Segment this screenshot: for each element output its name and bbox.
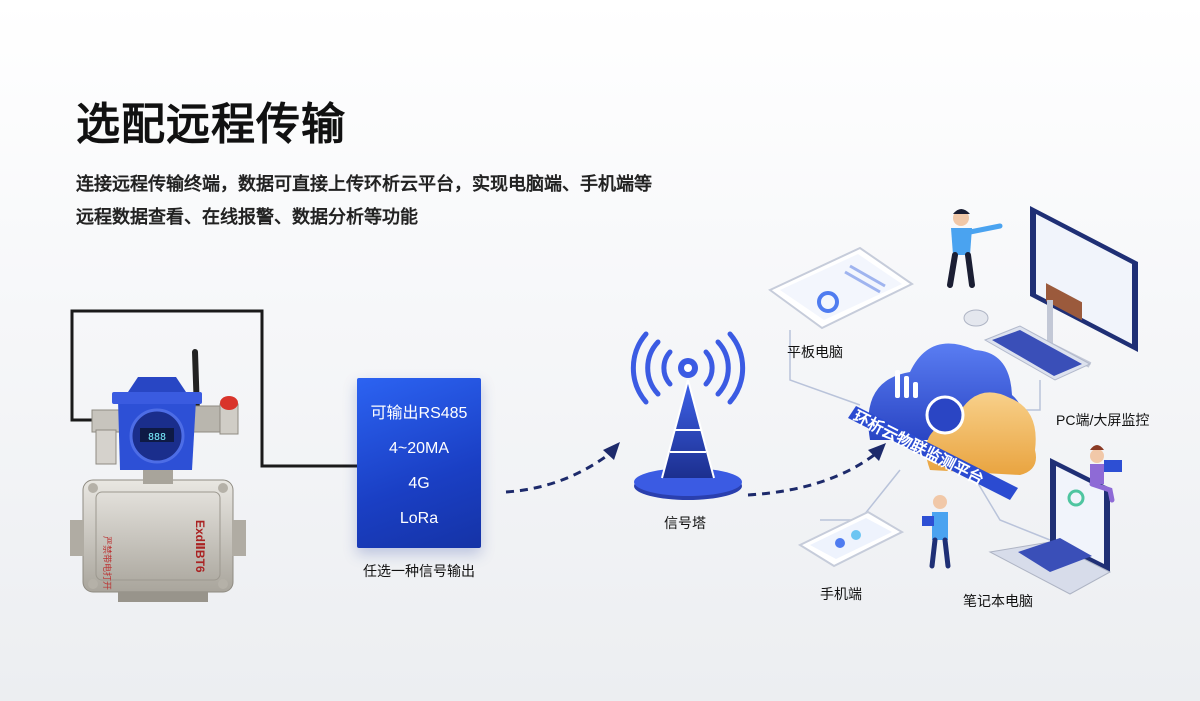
signal-output-module: 可输出RS485 4~20MA 4G LoRa <box>357 378 481 548</box>
phone-device <box>797 510 905 568</box>
module-option-4g: 4G <box>408 474 430 492</box>
connection-cable <box>70 309 357 468</box>
module-caption: 任选一种信号输出 <box>363 563 475 579</box>
module-option-rs485: 可输出RS485 <box>370 404 468 422</box>
laptop-device <box>988 458 1112 595</box>
phone-caption: 手机端 <box>820 586 862 602</box>
module-option-lora: LoRa <box>399 509 439 527</box>
svg-text:888: 888 <box>148 432 166 443</box>
tower-caption: 信号塔 <box>664 515 706 531</box>
gas-detector-device: 888 严禁带电打开 ExdⅡBT6 <box>70 349 246 602</box>
cloud-platform: 环析云物联监测平台 <box>848 343 1036 500</box>
device-warning-text: 严禁带电打开 <box>102 536 113 590</box>
pc-caption: PC端/大屏监控 <box>1056 412 1150 428</box>
description-line-1: 连接远程传输终端，数据可直接上传环析云平台，实现电脑端、手机端等 <box>76 174 652 194</box>
signal-arrow-2 <box>747 443 886 497</box>
tablet-caption: 平板电脑 <box>787 344 843 360</box>
signal-tower-icon <box>630 331 746 500</box>
pc-monitor <box>963 206 1138 381</box>
tablet-device <box>768 246 914 330</box>
signal-arrow-1 <box>505 442 620 494</box>
device-ex-marking: ExdⅡBT6 <box>193 520 207 573</box>
module-option-4-20ma: 4~20MA <box>388 439 450 457</box>
person-pointing-figure <box>947 209 1003 288</box>
description-line-2: 远程数据查看、在线报警、数据分析等功能 <box>76 207 418 227</box>
person-seated-figure <box>1089 445 1122 503</box>
page-title: 选配远程传输 <box>76 100 346 149</box>
person-standing-figure <box>922 495 951 569</box>
laptop-caption: 笔记本电脑 <box>963 593 1033 609</box>
